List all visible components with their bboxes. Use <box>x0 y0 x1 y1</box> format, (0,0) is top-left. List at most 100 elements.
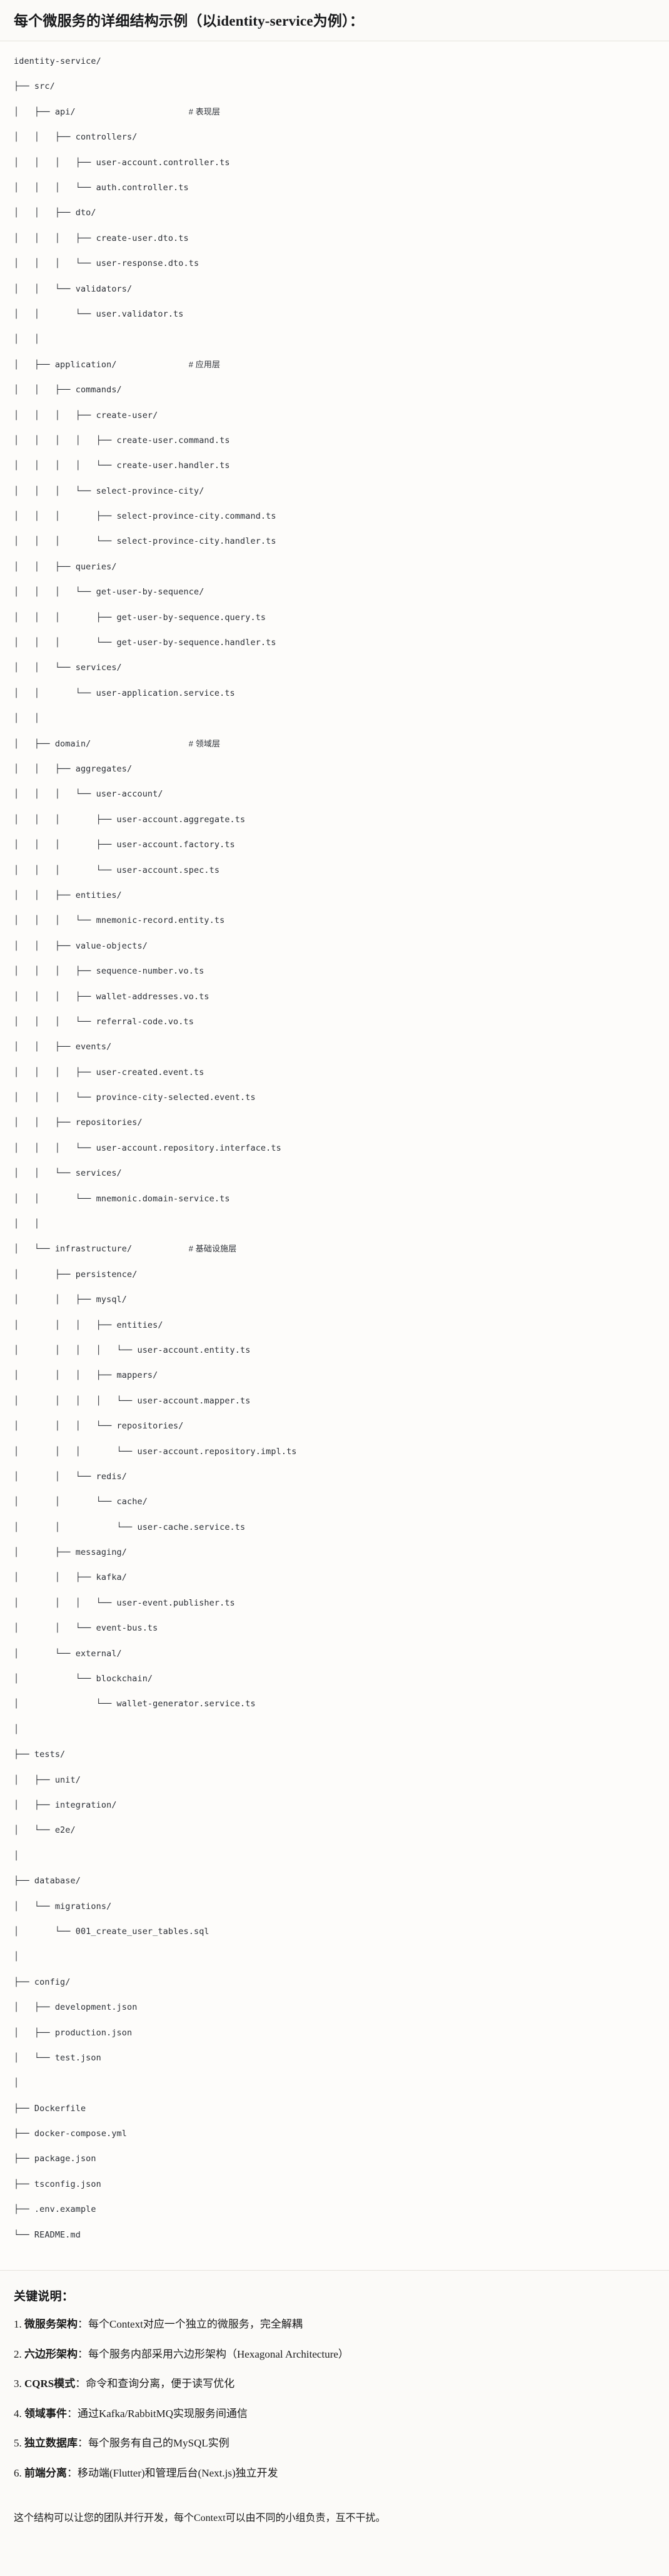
tree-line: │ │ │ ├── user-account.factory.ts <box>14 838 655 851</box>
tree-line: │ │ ├── mysql/ <box>14 1293 655 1306</box>
tree-line-path: ├── .env.example <box>14 2204 96 2215</box>
tree-line: │ │ │ └── referral-code.vo.ts <box>14 1016 655 1028</box>
tree-line: │ ├── domain/ # 领域层 <box>14 738 655 750</box>
tree-line: │ │ <box>14 333 655 345</box>
tree-line: │ │ │ └── auth.controller.ts <box>14 181 655 194</box>
tree-line-path: │ │ │ └── province-city-selected.event.t… <box>14 1092 256 1103</box>
directory-tree-block: identity-service/ ├── src/ │ ├── api/ # … <box>0 41 669 2271</box>
tree-line: │ │ └── user-cache.service.ts <box>14 1521 655 1534</box>
tree-line: │ └── infrastructure/ # 基础设施层 <box>14 1243 655 1255</box>
key-note-description: 移动端(Flutter)和管理后台(Next.js)独立开发 <box>78 2467 278 2479</box>
tree-line-path: │ │ │ └── auth.controller.ts <box>14 183 189 193</box>
tree-line: │ │ │ └── select-province-city/ <box>14 485 655 497</box>
tree-line-path: │ └── test.json <box>14 2052 101 2063</box>
tree-line: ├── tsconfig.json <box>14 2178 655 2191</box>
key-note-term: CQRS模式 <box>24 2378 76 2390</box>
tree-line: │ │ │ ├── entities/ <box>14 1319 655 1331</box>
tree-line-path: ├── tests/ <box>14 1749 66 1760</box>
tree-line: │ │ │ └── get-user-by-sequence.handler.t… <box>14 636 655 649</box>
tree-line-path: │ │ <box>14 713 40 724</box>
tree-line: │ │ │ └── user-account.spec.ts <box>14 864 655 877</box>
tree-line: │ └── e2e/ <box>14 1824 655 1836</box>
key-note-separator: ： <box>75 2378 86 2390</box>
tree-line: │ └── migrations/ <box>14 1900 655 1913</box>
tree-line: │ <box>14 1723 655 1736</box>
tree-line-path: │ │ └── cache/ <box>14 1497 148 1507</box>
tree-line: │ └── blockchain/ <box>14 1672 655 1685</box>
tree-line-path: │ │ │ └── select-province-city/ <box>14 486 204 496</box>
tree-line-path: │ │ └── services/ <box>14 1168 122 1179</box>
key-note-item: 3. CQRS模式：命令和查询分离，便于读写优化 <box>14 2376 655 2392</box>
tree-line-path: │ │ │ ├── create-user.dto.ts <box>14 233 189 243</box>
tree-line-path: │ │ │ ├── user-account.factory.ts <box>14 840 235 850</box>
key-note-separator: ： <box>78 2437 88 2450</box>
tree-line: │ │ │ ├── user-account.controller.ts <box>14 156 655 169</box>
tree-line-path: │ ├── unit/ <box>14 1774 81 1785</box>
tree-line: │ │ │ ├── sequence-number.vo.ts <box>14 965 655 977</box>
tree-line-path: │ └── 001_create_user_tables.sql <box>14 1926 209 1937</box>
key-note-item: 6. 前端分离：移动端(Flutter)和管理后台(Next.js)独立开发 <box>14 2465 655 2482</box>
tree-line-path: │ │ ├── controllers/ <box>14 132 138 143</box>
tree-line-path: │ │ │ ├── user-created.event.ts <box>14 1067 204 1077</box>
tree-line-path: │ <box>14 1952 19 1962</box>
tree-line: │ ├── application/ # 应用层 <box>14 359 655 371</box>
tree-line: ├── src/ <box>14 80 655 93</box>
tree-line-path: │ │ │ │ └── user-account.mapper.ts <box>14 1395 251 1406</box>
tree-line: │ │ │ └── select-province-city.handler.t… <box>14 535 655 547</box>
tree-line-path: ├── docker-compose.yml <box>14 2129 128 2139</box>
tree-line: │ ├── development.json <box>14 2001 655 2013</box>
tree-line-path: │ │ │ └── repositories/ <box>14 1421 184 1432</box>
tree-line: │ └── wallet-generator.service.ts <box>14 1698 655 1710</box>
tree-line-path: │ │ │ │ └── create-user.handler.ts <box>14 461 230 471</box>
tree-line-path: ├── src/ <box>14 81 55 92</box>
tree-line: ├── database/ <box>14 1875 655 1887</box>
tree-line-path: │ │ │ └── user-event.publisher.ts <box>14 1597 235 1608</box>
footer-summary: 这个结构可以让您的团队并行开发，每个Context可以由不同的小组负责，互不干扰… <box>0 2507 669 2544</box>
tree-line-path: │ │ │ ├── get-user-by-sequence.query.ts <box>14 612 266 623</box>
tree-line-path: │ │ ├── kafka/ <box>14 1572 128 1583</box>
tree-line-path: │ │ │ ├── select-province-city.command.t… <box>14 511 276 522</box>
tree-line: │ │ └── redis/ <box>14 1470 655 1483</box>
tree-line: │ │ │ └── province-city-selected.event.t… <box>14 1091 655 1104</box>
key-note-description: 命令和查询分离，便于读写优化 <box>86 2378 235 2390</box>
key-note-number: 4. <box>14 2407 24 2420</box>
tree-line-path: │ │ │ └── user-response.dto.ts <box>14 258 199 269</box>
key-note-number: 5. <box>14 2437 24 2450</box>
tree-line: identity-service/ <box>14 55 655 68</box>
tree-line: ├── Dockerfile <box>14 2102 655 2115</box>
tree-line: ├── config/ <box>14 1976 655 1988</box>
tree-line-path: │ │ │ ├── sequence-number.vo.ts <box>14 966 204 977</box>
tree-line-path: │ │ ├── aggregates/ <box>14 763 133 774</box>
tree-line-path: │ │ ├── dto/ <box>14 208 96 218</box>
tree-line: │ │ │ ├── get-user-by-sequence.query.ts <box>14 611 655 624</box>
key-note-term: 独立数据库 <box>24 2437 78 2450</box>
tree-line: │ │ ├── events/ <box>14 1041 655 1053</box>
key-note-description: 每个服务内部采用六边形架构（Hexagonal Architecture） <box>88 2348 349 2360</box>
tree-line-path: │ │ ├── value-objects/ <box>14 940 148 951</box>
tree-line-path: ├── database/ <box>14 1876 81 1886</box>
tree-line-path: │ │ └── event-bus.ts <box>14 1623 158 1634</box>
tree-line-path: │ │ │ └── mnemonic-record.entity.ts <box>14 915 225 926</box>
tree-line: │ ├── persistence/ <box>14 1268 655 1281</box>
tree-line-path: │ │ │ └── user-account.repository.interf… <box>14 1143 281 1153</box>
tree-line-path: │ │ │ ├── user-account.controller.ts <box>14 157 230 168</box>
tree-line: │ │ ├── entities/ <box>14 889 655 902</box>
tree-line: └── README.md <box>14 2229 655 2241</box>
key-note-number: 1. <box>14 2318 24 2331</box>
header: 每个微服务的详细结构示例（以identity-service为例）： <box>0 0 669 42</box>
tree-line-path: │ │ <box>14 1219 40 1229</box>
tree-line: │ │ │ ├── create-user/ <box>14 409 655 422</box>
tree-line: │ │ │ └── user-account/ <box>14 788 655 800</box>
tree-line-path: │ ├── integration/ <box>14 1800 117 1810</box>
tree-line-path: │ │ │ ├── create-user/ <box>14 410 158 420</box>
page-title: 每个微服务的详细结构示例（以identity-service为例）： <box>14 13 365 29</box>
tree-line: ├── docker-compose.yml <box>14 2127 655 2140</box>
tree-line-path: │ └── migrations/ <box>14 1901 112 1912</box>
tree-line: ├── .env.example <box>14 2203 655 2216</box>
tree-line: │ <box>14 1850 655 1862</box>
directory-tree: identity-service/ ├── src/ │ ├── api/ # … <box>14 55 655 2254</box>
tree-line: │ │ ├── controllers/ <box>14 131 655 143</box>
tree-line-path: │ │ ├── repositories/ <box>14 1117 143 1128</box>
key-note-separator: ： <box>67 2467 78 2479</box>
